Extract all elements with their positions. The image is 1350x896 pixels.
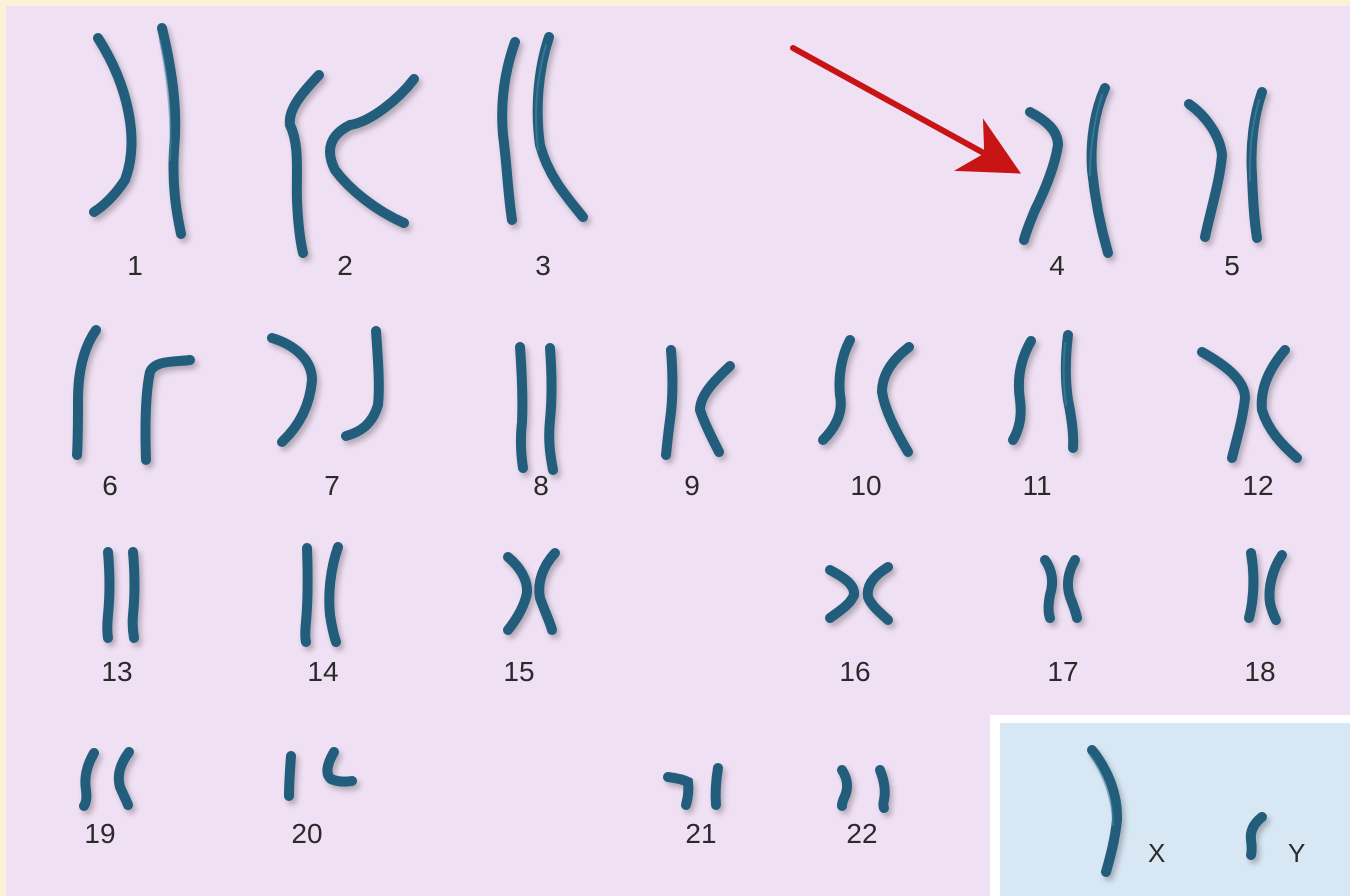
label-chromosome-18: 18 <box>1244 658 1275 686</box>
chromosome-pair-18 <box>1249 553 1282 620</box>
chromosome-y <box>1251 817 1262 855</box>
label-chromosome-4: 4 <box>1049 252 1065 280</box>
chromosome-pair-16 <box>830 567 888 620</box>
label-chromosome-2: 2 <box>337 252 353 280</box>
chromosome-pair-12 <box>1202 350 1297 458</box>
label-chromosome-7: 7 <box>324 472 340 500</box>
chromosome-pair-9 <box>666 350 730 455</box>
label-chromosome-6: 6 <box>102 472 118 500</box>
label-chromosome-10: 10 <box>850 472 881 500</box>
label-chromosome-9: 9 <box>684 472 700 500</box>
label-chromosome-8: 8 <box>533 472 549 500</box>
chromosome-pair-5 <box>1189 92 1262 238</box>
chromosome-x <box>1092 750 1117 872</box>
label-chromosome-14: 14 <box>307 658 338 686</box>
chromosome-pair-20 <box>289 752 352 796</box>
chromosome-pair-8 <box>520 347 553 470</box>
chromosome-pair-10 <box>823 340 909 452</box>
label-chromosome-15: 15 <box>503 658 534 686</box>
label-chromosome-21: 21 <box>685 820 716 848</box>
label-chromosome-22: 22 <box>846 820 877 848</box>
chromosome-pair-6 <box>77 330 190 460</box>
chromosome-pair-1 <box>94 28 181 234</box>
chromosome-pair-21 <box>668 768 718 805</box>
pointer-arrow <box>793 48 1000 162</box>
chromosome-pair-14 <box>305 547 338 642</box>
chromosome-pair-4 <box>1024 88 1108 253</box>
label-chromosome-13: 13 <box>101 658 132 686</box>
label-chromosome-1: 1 <box>127 252 143 280</box>
chromosome-pair-3 <box>502 37 583 220</box>
chromosome-pair-13 <box>107 552 134 638</box>
chromosome-pair-19 <box>84 752 129 806</box>
label-chromosome-20: 20 <box>291 820 322 848</box>
chromosome-pair-2 <box>290 75 414 253</box>
label-chromosome-y: Y <box>1288 840 1305 866</box>
chromosome-pair-17 <box>1045 560 1077 618</box>
label-chromosome-12: 12 <box>1242 472 1273 500</box>
label-chromosome-x: X <box>1148 840 1165 866</box>
label-chromosome-17: 17 <box>1047 658 1078 686</box>
label-chromosome-5: 5 <box>1224 252 1240 280</box>
chromosome-pair-22 <box>842 770 885 808</box>
label-chromosome-3: 3 <box>535 252 551 280</box>
label-chromosome-16: 16 <box>839 658 870 686</box>
label-chromosome-11: 11 <box>1022 472 1051 500</box>
chromosome-pair-15 <box>508 553 555 630</box>
label-chromosome-19: 19 <box>84 820 115 848</box>
chromosome-pair-7 <box>272 331 379 442</box>
